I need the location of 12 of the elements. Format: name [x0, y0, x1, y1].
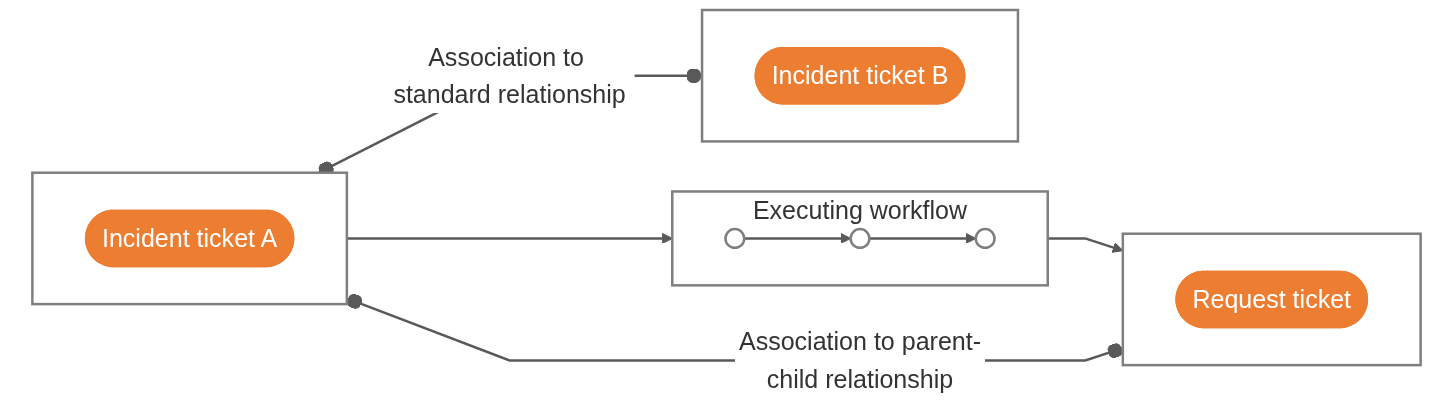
cluster — [700, 8, 1020, 143]
cluster — [1121, 232, 1422, 367]
arrow — [346, 232, 673, 244]
edge-label: Association to parent-child relationship — [738, 327, 982, 393]
arrow — [869, 232, 977, 244]
cluster — [31, 171, 349, 306]
cluster: Executing workflow — [671, 190, 1049, 287]
node-circle — [724, 227, 746, 250]
arrow — [744, 232, 852, 244]
node-circle — [849, 227, 871, 250]
edge-label: Association to standard relationship — [393, 43, 626, 109]
node-circle — [974, 227, 996, 250]
